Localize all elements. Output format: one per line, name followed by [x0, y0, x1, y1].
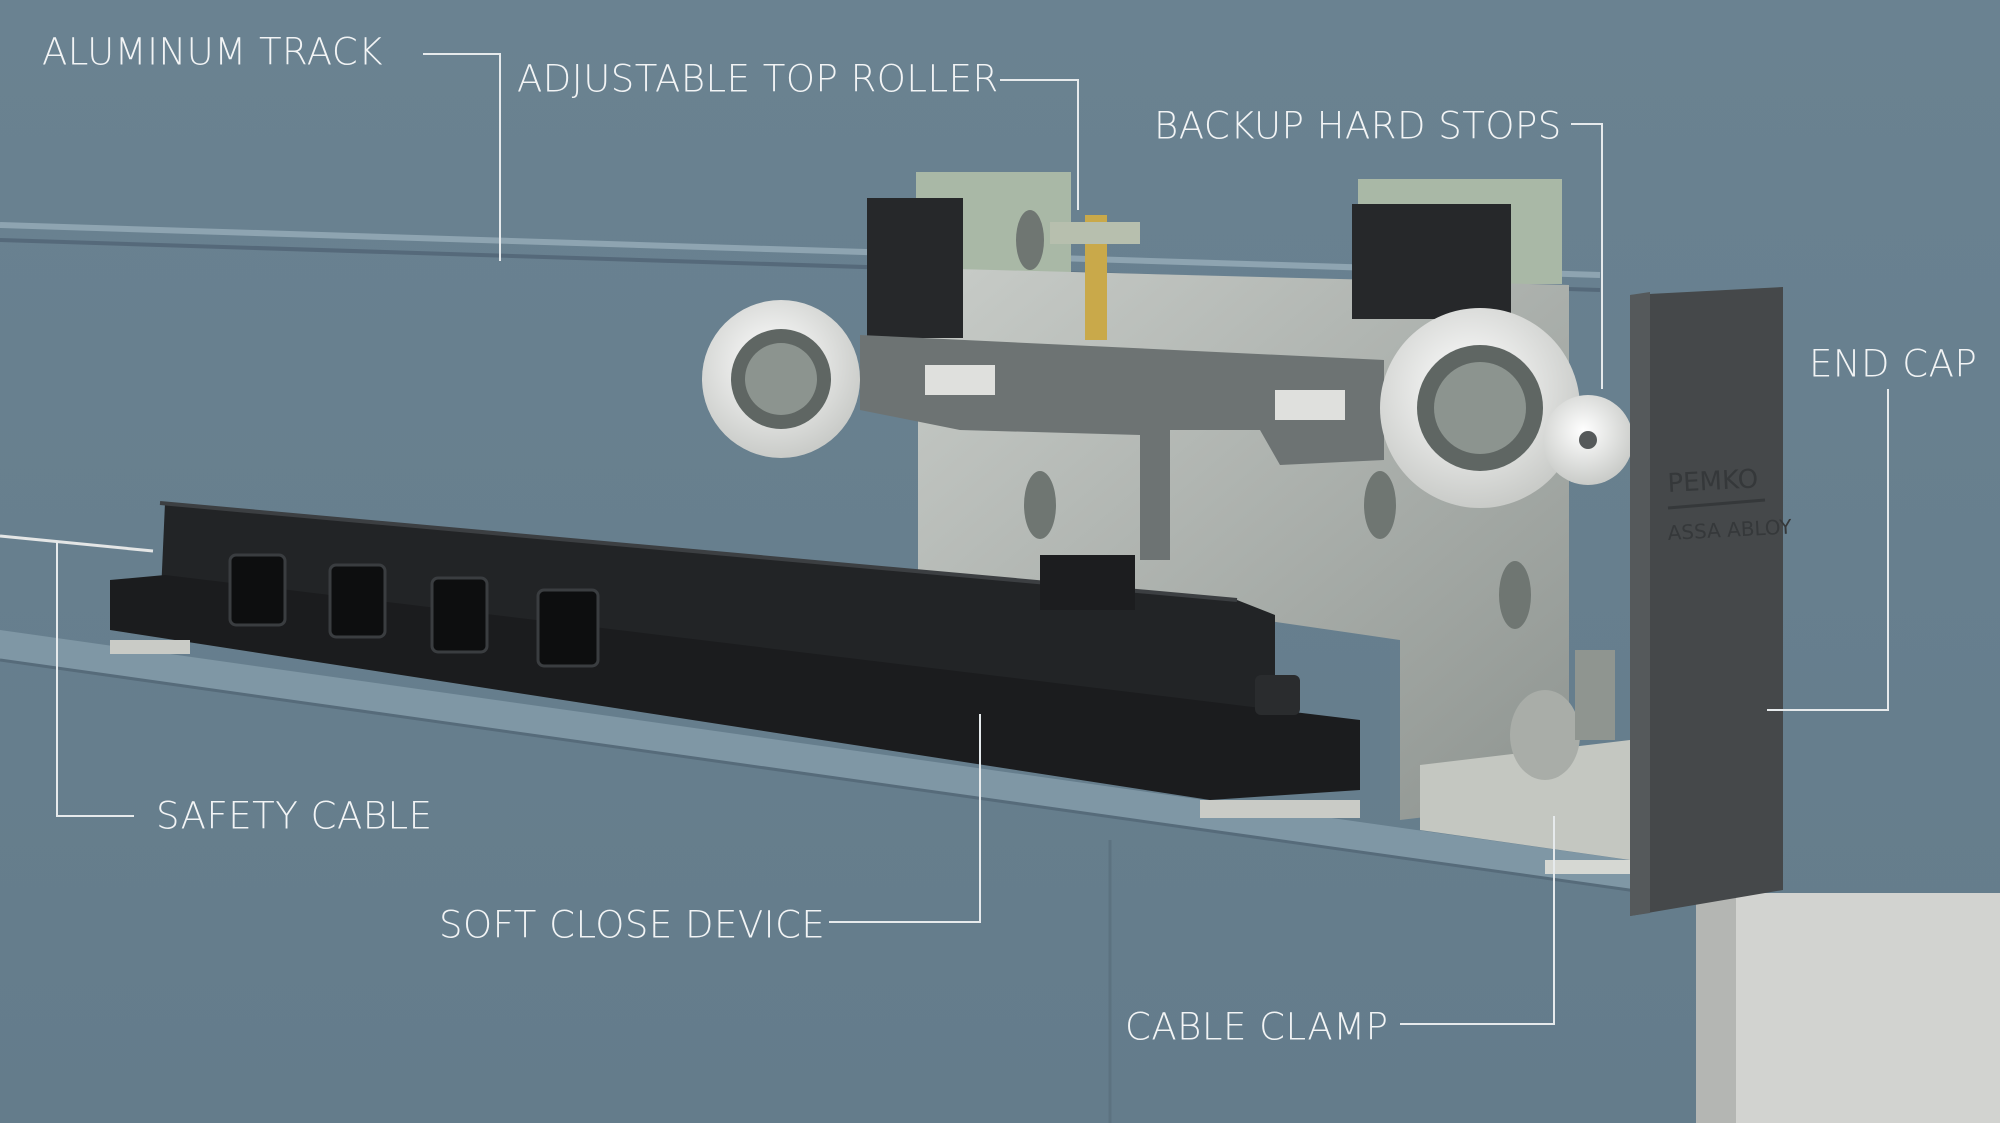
- aluminum-track: [0, 630, 1700, 900]
- leader-lines: [56, 53, 1889, 1025]
- label-end-cap: END CAP: [1809, 342, 1978, 386]
- safety-cable: [0, 534, 154, 553]
- label-backup-hard-stops: BACKUP HARD STOPS: [1154, 104, 1562, 148]
- door-panel: [1696, 893, 2000, 1123]
- end-cap: [1630, 287, 1783, 916]
- label-cable-clamp: CABLE CLAMP: [1125, 1005, 1389, 1049]
- hard-stop-right: [1352, 204, 1511, 319]
- label-soft-close-device: SOFT CLOSE DEVICE: [439, 903, 826, 947]
- label-aluminum-track: ALUMINUM TRACK: [42, 30, 384, 74]
- soft-close-windows: [228, 553, 600, 668]
- label-safety-cable: SAFETY CABLE: [156, 794, 433, 838]
- hard-stop-left: [867, 198, 963, 338]
- track-groove: [0, 222, 1601, 278]
- label-adjustable-top-roller: ADJUSTABLE TOP ROLLER: [517, 57, 999, 101]
- svg-text:PEMKO: PEMKO: [1667, 464, 1759, 499]
- adjustment-screw: [1085, 215, 1107, 340]
- cable-clamp: [1420, 740, 1630, 860]
